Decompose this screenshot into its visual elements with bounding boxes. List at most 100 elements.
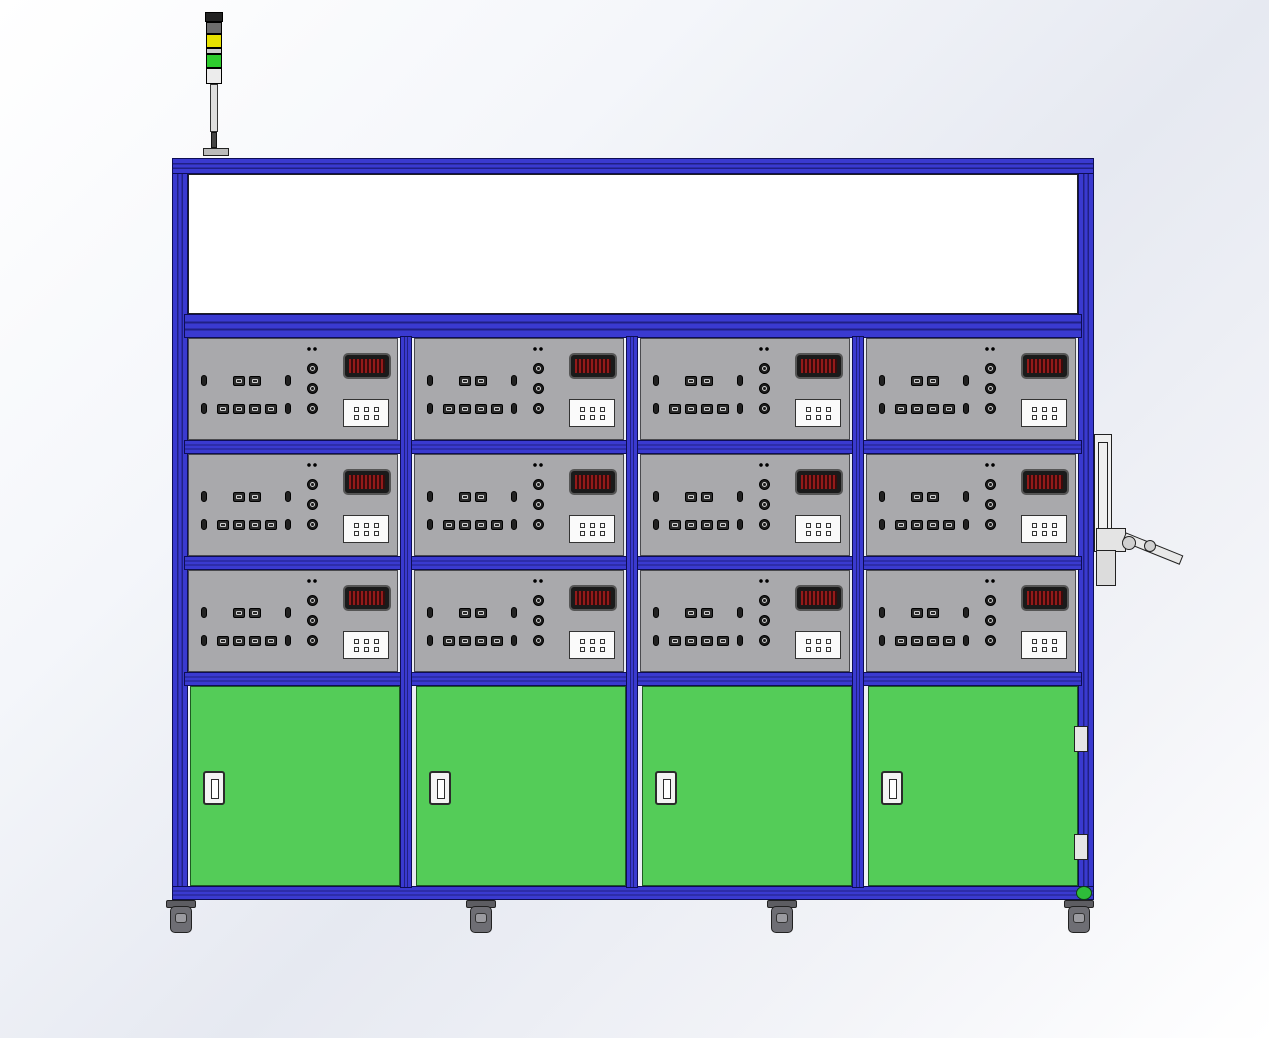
door-handle-icon[interactable] bbox=[655, 771, 677, 805]
toggle-switch[interactable] bbox=[511, 491, 517, 502]
connector-port[interactable] bbox=[249, 608, 261, 618]
connector-port[interactable] bbox=[701, 492, 713, 502]
connector-port[interactable] bbox=[475, 608, 487, 618]
connector-port[interactable] bbox=[685, 608, 697, 618]
rotary-knob[interactable] bbox=[307, 363, 318, 374]
rotary-knob[interactable] bbox=[533, 519, 544, 530]
connector-port[interactable] bbox=[911, 492, 923, 502]
toggle-switch[interactable] bbox=[737, 635, 743, 646]
rotary-knob[interactable] bbox=[533, 383, 544, 394]
rotary-knob[interactable] bbox=[533, 615, 544, 626]
connector-port[interactable] bbox=[233, 608, 245, 618]
connector-port[interactable] bbox=[459, 404, 471, 414]
connector-port[interactable] bbox=[685, 636, 697, 646]
connector-port[interactable] bbox=[249, 636, 261, 646]
connector-port[interactable] bbox=[459, 636, 471, 646]
toggle-switch[interactable] bbox=[201, 635, 207, 646]
connector-port[interactable] bbox=[927, 608, 939, 618]
connector-port[interactable] bbox=[459, 520, 471, 530]
toggle-switch[interactable] bbox=[653, 375, 659, 386]
toggle-switch[interactable] bbox=[285, 491, 291, 502]
toggle-switch[interactable] bbox=[963, 519, 969, 530]
toggle-switch[interactable] bbox=[427, 403, 433, 414]
door-handle-icon[interactable] bbox=[429, 771, 451, 805]
connector-port[interactable] bbox=[669, 636, 681, 646]
power-outlet-icon[interactable] bbox=[343, 399, 389, 427]
connector-port[interactable] bbox=[475, 492, 487, 502]
toggle-switch[interactable] bbox=[511, 607, 517, 618]
toggle-switch[interactable] bbox=[427, 635, 433, 646]
rotary-knob[interactable] bbox=[307, 519, 318, 530]
rotary-knob[interactable] bbox=[533, 479, 544, 490]
connector-port[interactable] bbox=[927, 404, 939, 414]
connector-port[interactable] bbox=[265, 636, 277, 646]
power-outlet-icon[interactable] bbox=[569, 631, 615, 659]
connector-port[interactable] bbox=[717, 636, 729, 646]
toggle-switch[interactable] bbox=[737, 607, 743, 618]
toggle-switch[interactable] bbox=[879, 635, 885, 646]
connector-port[interactable] bbox=[265, 404, 277, 414]
toggle-switch[interactable] bbox=[201, 403, 207, 414]
monitor-arm-icon[interactable] bbox=[1092, 432, 1192, 590]
connector-port[interactable] bbox=[491, 636, 503, 646]
connector-port[interactable] bbox=[717, 520, 729, 530]
connector-port[interactable] bbox=[217, 636, 229, 646]
door-handle-icon[interactable] bbox=[203, 771, 225, 805]
rotary-knob[interactable] bbox=[985, 403, 996, 414]
connector-port[interactable] bbox=[701, 376, 713, 386]
connector-port[interactable] bbox=[233, 376, 245, 386]
toggle-switch[interactable] bbox=[737, 519, 743, 530]
toggle-switch[interactable] bbox=[201, 607, 207, 618]
connector-port[interactable] bbox=[717, 404, 729, 414]
connector-port[interactable] bbox=[685, 492, 697, 502]
rotary-knob[interactable] bbox=[307, 615, 318, 626]
toggle-switch[interactable] bbox=[653, 519, 659, 530]
connector-port[interactable] bbox=[475, 376, 487, 386]
toggle-switch[interactable] bbox=[737, 491, 743, 502]
power-outlet-icon[interactable] bbox=[795, 399, 841, 427]
connector-port[interactable] bbox=[685, 404, 697, 414]
rotary-knob[interactable] bbox=[307, 479, 318, 490]
connector-port[interactable] bbox=[233, 492, 245, 502]
connector-port[interactable] bbox=[927, 520, 939, 530]
connector-port[interactable] bbox=[943, 404, 955, 414]
cabinet-door-2[interactable] bbox=[416, 686, 626, 886]
toggle-switch[interactable] bbox=[427, 491, 433, 502]
rotary-knob[interactable] bbox=[985, 499, 996, 510]
connector-port[interactable] bbox=[911, 376, 923, 386]
rotary-knob[interactable] bbox=[307, 635, 318, 646]
power-outlet-icon[interactable] bbox=[1021, 515, 1067, 543]
toggle-switch[interactable] bbox=[963, 491, 969, 502]
power-outlet-icon[interactable] bbox=[343, 631, 389, 659]
connector-port[interactable] bbox=[669, 404, 681, 414]
rotary-knob[interactable] bbox=[307, 383, 318, 394]
connector-port[interactable] bbox=[217, 404, 229, 414]
connector-port[interactable] bbox=[491, 404, 503, 414]
connector-port[interactable] bbox=[233, 636, 245, 646]
connector-port[interactable] bbox=[475, 520, 487, 530]
toggle-switch[interactable] bbox=[285, 403, 291, 414]
rotary-knob[interactable] bbox=[985, 615, 996, 626]
toggle-switch[interactable] bbox=[511, 375, 517, 386]
power-outlet-icon[interactable] bbox=[1021, 631, 1067, 659]
rotary-knob[interactable] bbox=[307, 499, 318, 510]
toggle-switch[interactable] bbox=[963, 607, 969, 618]
connector-port[interactable] bbox=[443, 636, 455, 646]
connector-port[interactable] bbox=[233, 404, 245, 414]
connector-port[interactable] bbox=[669, 520, 681, 530]
rotary-knob[interactable] bbox=[759, 383, 770, 394]
toggle-switch[interactable] bbox=[653, 607, 659, 618]
power-outlet-icon[interactable] bbox=[1021, 399, 1067, 427]
connector-port[interactable] bbox=[491, 520, 503, 530]
connector-port[interactable] bbox=[911, 404, 923, 414]
toggle-switch[interactable] bbox=[737, 403, 743, 414]
connector-port[interactable] bbox=[911, 520, 923, 530]
toggle-switch[interactable] bbox=[653, 403, 659, 414]
toggle-switch[interactable] bbox=[201, 519, 207, 530]
toggle-switch[interactable] bbox=[427, 607, 433, 618]
toggle-switch[interactable] bbox=[879, 607, 885, 618]
rotary-knob[interactable] bbox=[759, 479, 770, 490]
rotary-knob[interactable] bbox=[759, 403, 770, 414]
connector-port[interactable] bbox=[895, 636, 907, 646]
connector-port[interactable] bbox=[943, 636, 955, 646]
